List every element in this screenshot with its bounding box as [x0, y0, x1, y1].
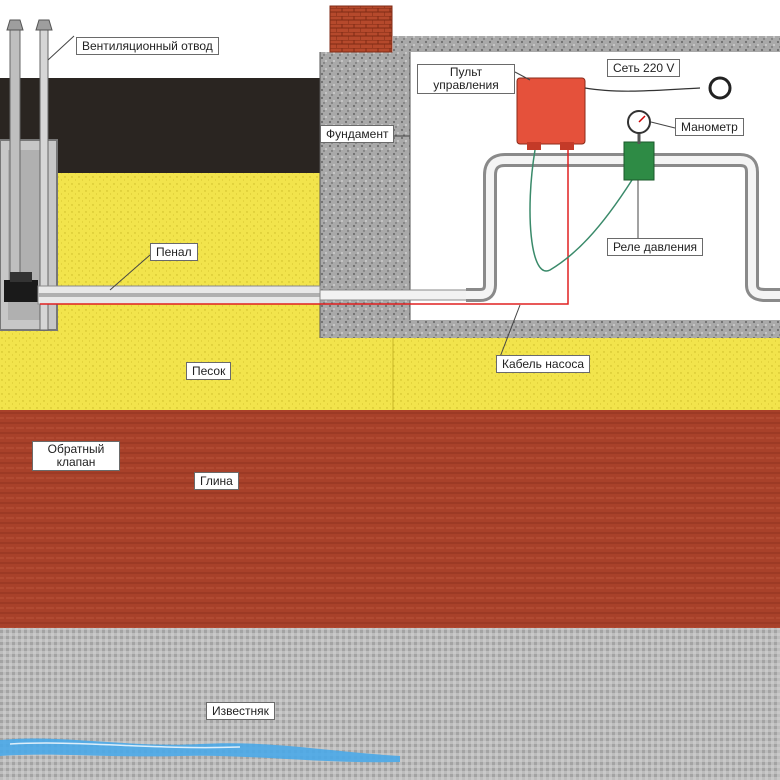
vent-cap-right [35, 19, 53, 31]
label-foundation: Фундамент [320, 125, 395, 143]
brick-chimney [329, 5, 393, 53]
pressure-relay-box [623, 141, 655, 181]
clay-layer [0, 410, 780, 628]
vent-cap-left [6, 19, 24, 31]
label-sand: Песок [186, 362, 232, 380]
label-manometer: Манометр [675, 118, 744, 136]
sand-layer-under-house [320, 338, 780, 410]
label-control-panel: Пульт управления [417, 64, 515, 94]
pitless-adapter [4, 280, 38, 302]
label-casing: Пенал [150, 243, 198, 261]
label-pump-cable: Кабель насоса [496, 355, 591, 373]
roof-slab [393, 36, 780, 52]
label-clay: Глина [194, 472, 239, 490]
mains-cable [584, 87, 701, 92]
relay-cable [529, 149, 633, 272]
label-check-valve: Обратный клапан [32, 441, 120, 471]
ventilation-pipe [39, 29, 49, 331]
pump-cable [40, 148, 569, 305]
label-pressure-relay: Реле давления [607, 238, 704, 256]
control-panel-box [516, 77, 586, 145]
well-casing [9, 29, 21, 301]
label-limestone: Известняк [206, 702, 275, 720]
label-mains-220v: Сеть 220 V [607, 59, 681, 77]
mains-cable-coil [708, 76, 732, 100]
label-ventilation-outlet: Вентиляционный отвод [76, 37, 219, 55]
floor-slab [410, 320, 780, 338]
